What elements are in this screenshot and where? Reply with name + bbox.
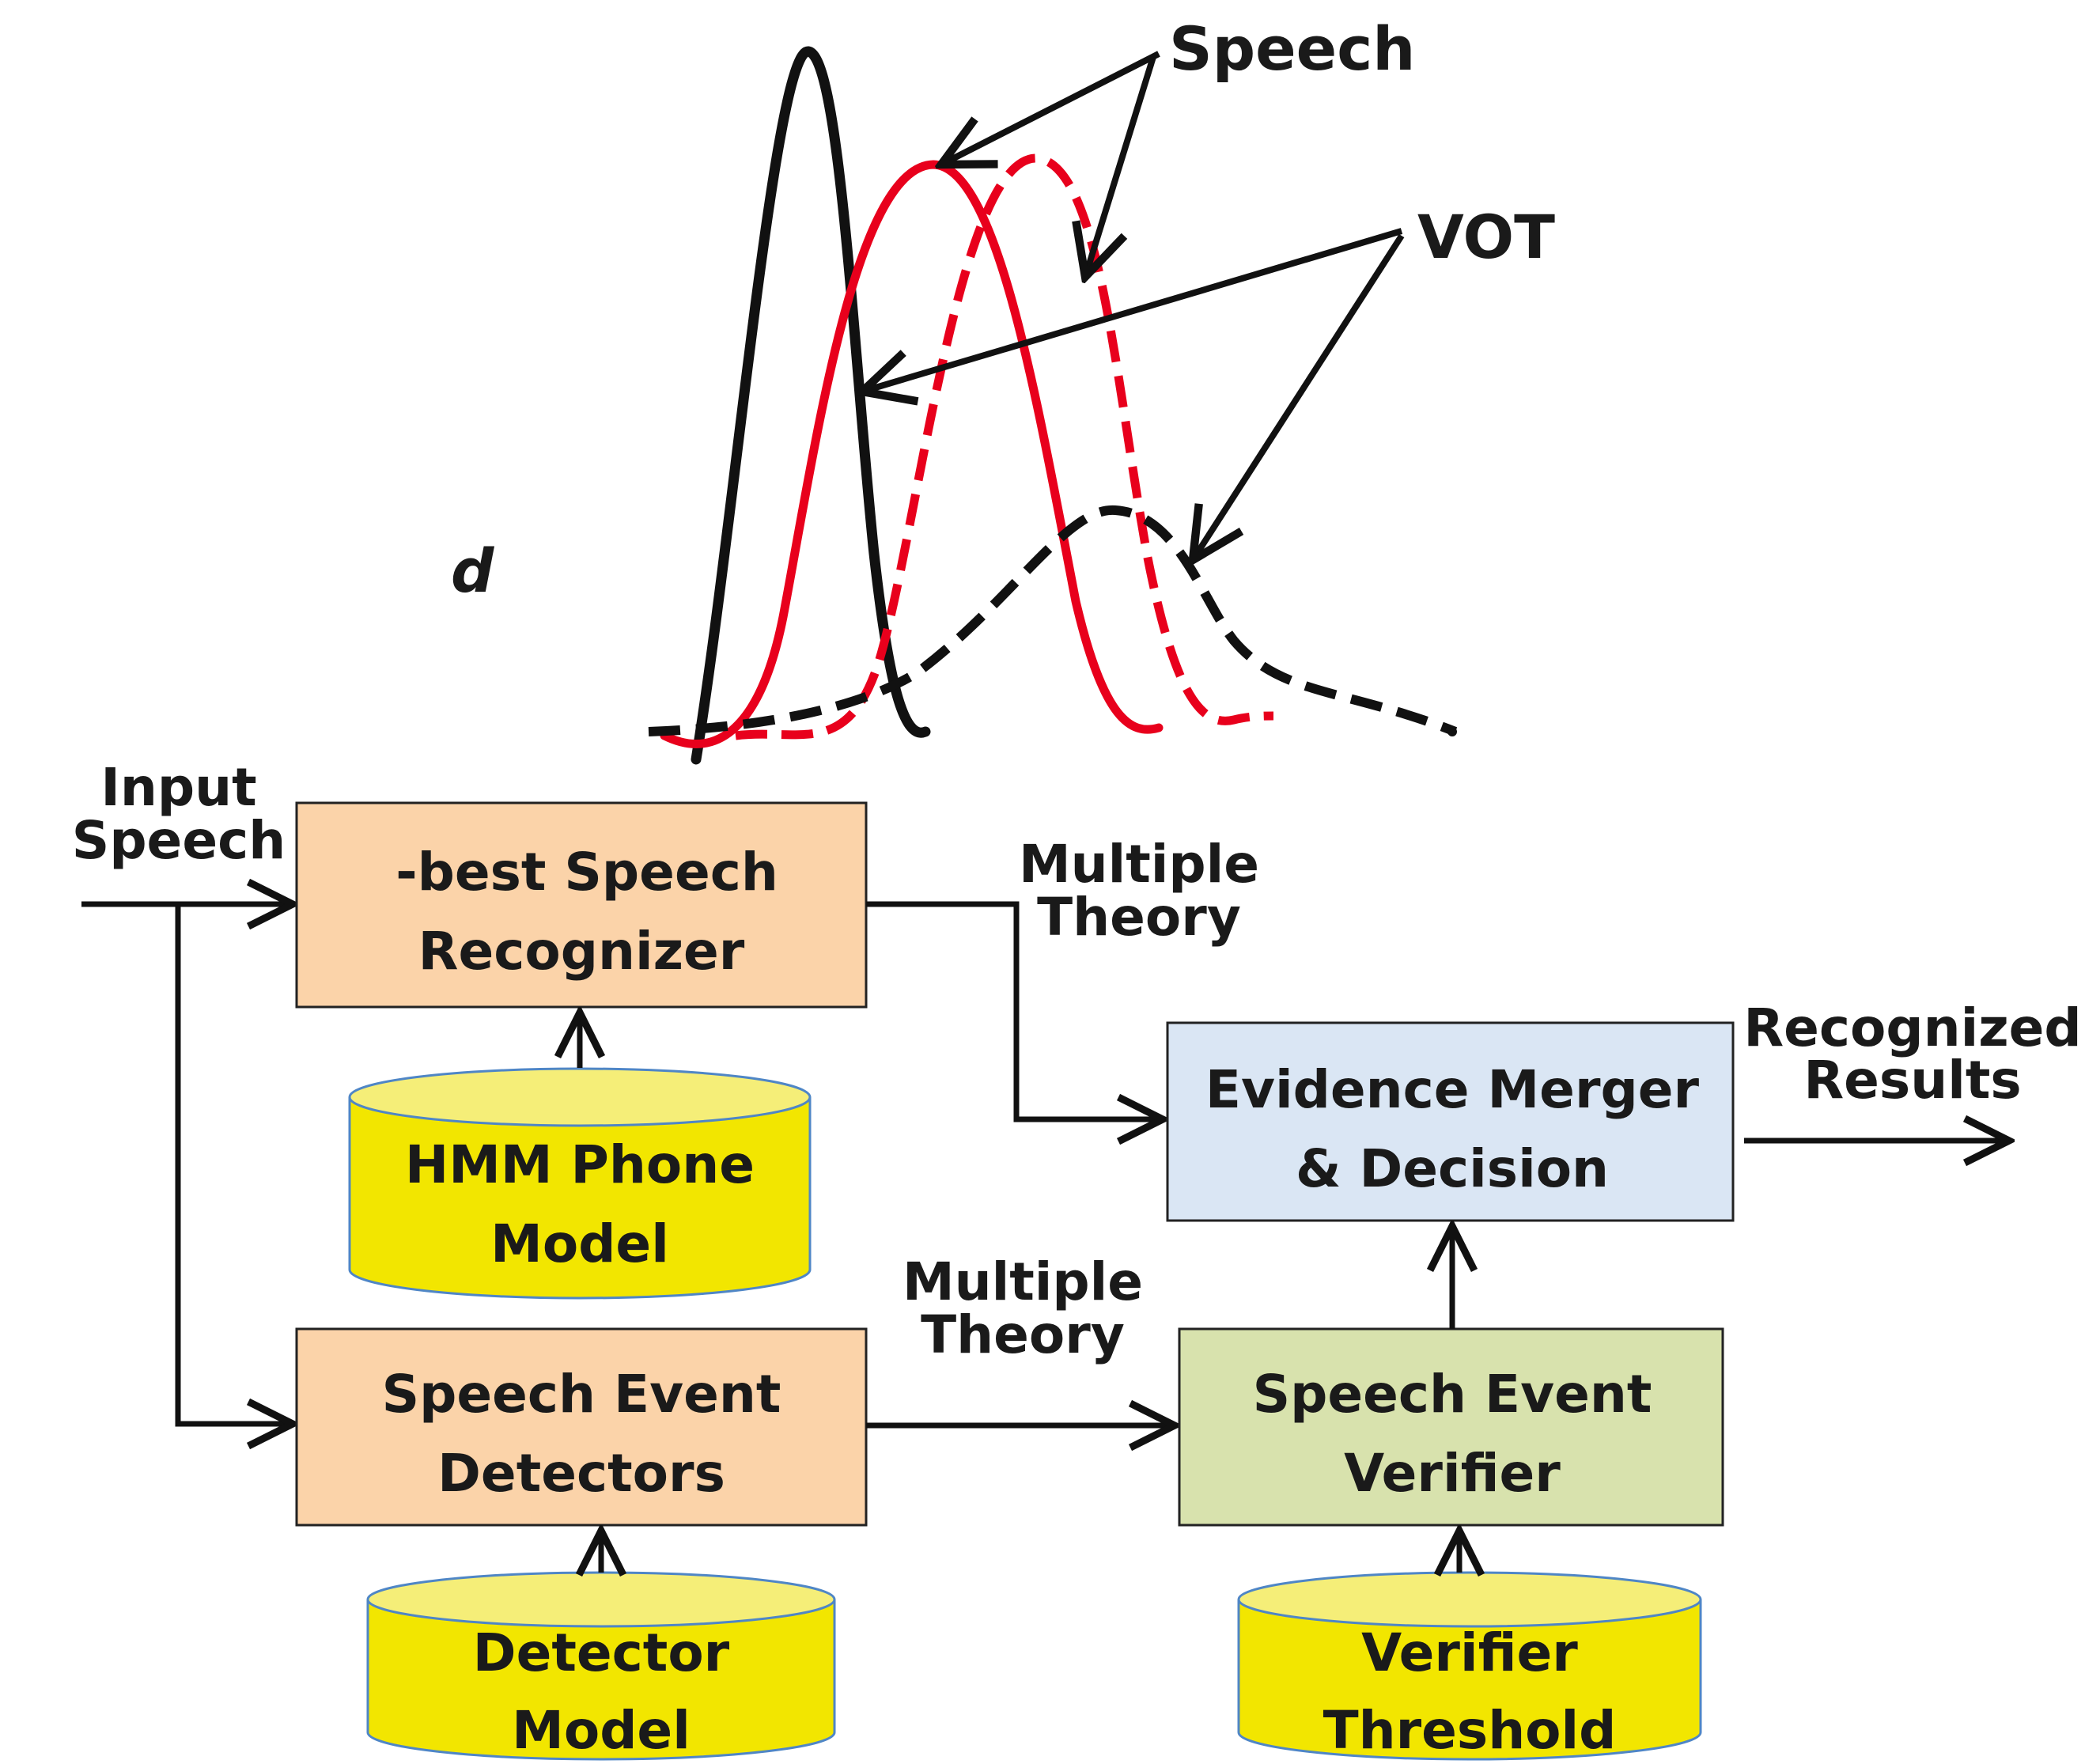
event-detectors-box: Speech Event Detectors [295,1327,868,1527]
speech-arrow-to-dashed-red [1085,55,1156,277]
dashed-curve-end-dot [1447,727,1457,736]
hmm-line2: Model [490,1213,669,1274]
verifier-threshold-line2: Threshold [1323,1700,1617,1761]
evidence-line2: & Decision [1296,1138,1609,1199]
evidence-line1: Evidence Merger [1205,1059,1700,1120]
vot-label: VOT [1417,202,1555,272]
red-dashed-curve [735,153,1274,740]
recognizer-line2: Recognizer [418,921,745,982]
hmm-phone-model-database: HMM Phone Model [348,1067,812,1300]
detector-model-line1: Detector [473,1622,730,1683]
hmm-line1: HMM Phone [405,1134,755,1195]
multiple-theory-bottom-line2: Theory [921,1304,1125,1365]
verifier-threshold-database: Verifier Threshold [1237,1571,1702,1761]
recognizer-box: -best Speech Recognizer [295,801,868,1009]
verifier-threshold-line1: Verifier [1361,1622,1578,1683]
recognizer-line1: -best Speech [395,842,778,903]
detector-model-database: Detector Model [366,1571,836,1761]
multiple-theory-top-line1: Multiple [1019,834,1259,895]
vot-arrow-to-dashed-black [1193,233,1405,560]
multiple-theory-bottom-line1: Multiple [902,1251,1143,1312]
evidence-merger-box: Evidence Merger & Decision [1166,1021,1735,1222]
input-speech-label: Input [100,757,256,818]
black-solid-curve [691,46,931,765]
detectors-line2: Detectors [437,1443,725,1504]
verifier-line2: Verifier [1344,1443,1561,1504]
detectors-line1: Speech Event [382,1364,781,1425]
multiple-theory-top-line2: Theory [1037,887,1241,948]
speech-arrow-to-red-peak [941,51,1160,165]
input-line-to-detectors [175,904,293,1424]
vot-arrow-to-crossing [862,228,1403,392]
d-label: d [451,536,495,606]
recognizer-to-evidence-line [866,901,1163,1119]
input-speech-label-line2: Speech [72,810,286,871]
black-dashed-curve [648,505,1458,736]
speech-label: Speech [1169,13,1415,84]
detector-model-line2: Model [512,1700,691,1761]
recognized-results-line1: Recognized [1743,997,2081,1058]
recognized-results-line2: Results [1803,1050,2021,1111]
event-verifier-box: Speech Event Verifier [1178,1327,1724,1527]
distribution-plot: Speech VOT d [451,13,1555,765]
verifier-line1: Speech Event [1253,1364,1652,1425]
